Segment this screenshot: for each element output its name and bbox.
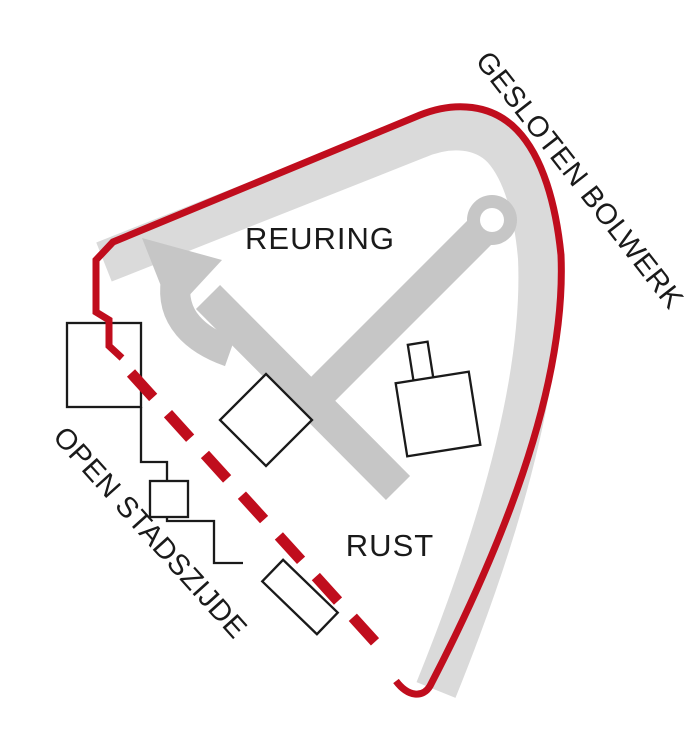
building-outline-small-left xyxy=(148,479,190,519)
building-outline-diamond xyxy=(218,372,314,468)
street-end-circle-hole xyxy=(480,208,504,232)
label-open-stadszijde: OPEN STADSZIJDE xyxy=(47,421,253,645)
building-outline-right xyxy=(394,340,482,458)
street-band-northeast xyxy=(305,207,505,407)
building-right-body xyxy=(394,370,482,458)
dashed-boundary-line xyxy=(126,369,392,659)
building-outline-bottom xyxy=(260,558,340,636)
label-rust: RUST xyxy=(346,528,434,563)
building-outline-left xyxy=(65,321,143,409)
building-right-stem xyxy=(406,340,435,384)
solid-boundary-line xyxy=(92,103,565,698)
bolwerk-gray-band xyxy=(96,108,561,698)
building-steps-outline xyxy=(139,407,243,565)
street-band-southeast xyxy=(195,285,411,500)
flow-arrow-head xyxy=(142,238,222,314)
label-reuring: REURING xyxy=(245,221,395,256)
